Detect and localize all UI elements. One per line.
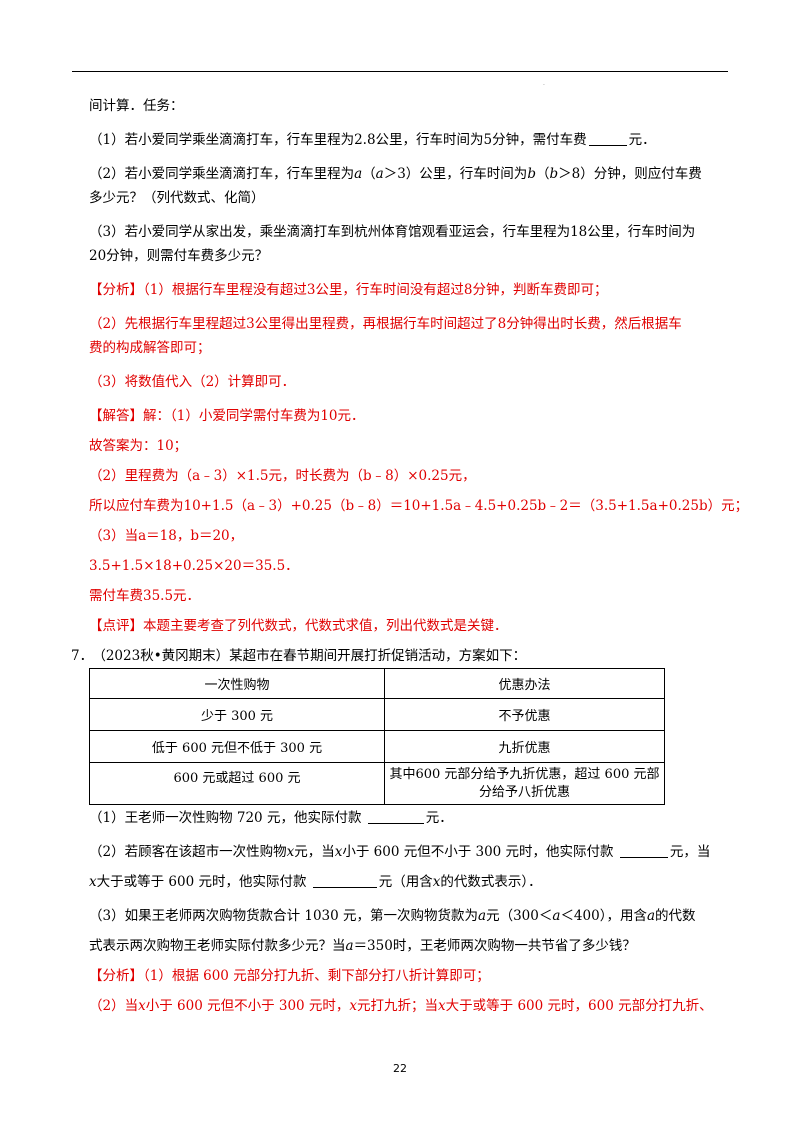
question-7-title: 7．（2023秋•黄冈期末）某超市在春节期间开展打折促销活动，方案如下： [71,648,527,664]
discount-table: 一次性购物 优惠办法 少于 300 元 不予优惠 低于 600 元但不低于 30… [89,668,665,805]
text-line: （3）如果王老师两次购物货款合计 1030 元，第一次购物货款为a元（300＜a… [89,908,696,924]
solution-line: 【解答】解：（1）小爱同学需付车费为10元． [89,408,365,424]
text-line: x大于或等于 600 元时，他实际付款 元（用含x的代数式表示）． [89,873,542,890]
text-line: （3）若小爱同学从家出发，乘坐滴滴打车到杭州体育馆观看亚运会，行车里程为18公里… [89,224,696,240]
table-cell: 不予优惠 [384,698,665,731]
table-header: 一次性购物 [89,668,385,699]
analysis-line: 【分析】（1）根据 600 元部分打九折、剩下部分打八折计算即可； [89,968,490,984]
answer-blank [619,843,668,858]
solution-line: 故答案为：10； [89,438,188,454]
table-header: 优惠办法 [384,668,665,699]
text-line: 间计算．任务： [89,98,184,114]
text-line: （1）王老师一次性购物 720 元，他实际付款 元． [89,809,453,826]
solution-line: 需付车费35.5元． [89,588,201,604]
analysis-line: （2）先根据行车里程超过3公里得出里程费，再根据行车时间超过了8分钟得出时长费，… [89,316,682,332]
analysis-line: 费的构成解答即可； [89,340,211,356]
text-line: 式表示两次购物王老师实际付款多少元？当a＝350时，王老师两次购物一共节省了多少… [89,938,636,954]
table-cell: 少于 300 元 [89,698,385,731]
table-cell: 其中600 元部分给予九折优惠，超过 600 元部分给予八折优惠 [384,762,665,805]
table-cell: 低于 600 元但不低于 300 元 [89,730,385,763]
header-rule [72,71,728,72]
answer-blank [588,131,627,146]
text-line: （2）若小爱同学乘坐滴滴打车，行车里程为a（a＞3）公里，行车时间为b（b＞8）… [89,166,702,182]
text-line: （2）若顾客在该超市一次性购物x元，当x小于 600 元但不小于 300 元时，… [89,843,711,860]
comment-line: 【点评】本题主要考查了列代数式，代数式求值，列出代数式是关键． [89,618,508,634]
text-line: 多少元？（列代数式、化简） [89,190,265,206]
header-dot: . [543,80,545,87]
answer-blank [367,809,424,824]
table-cell: 九折优惠 [384,730,665,763]
solution-line: （3）当a＝18，b＝20， [89,528,244,544]
text-line: 20分钟，则需付车费多少元？ [89,248,269,264]
page-number: 22 [393,1062,407,1075]
analysis-line: 【分析】（1）根据行车里程没有超过3公里，行车时间没有超过8分钟，判断车费即可； [89,282,608,298]
text-line: （1）若小爱同学乘坐滴滴打车，行车里程为2.8公里，行车时间为5分钟，需付车费元… [89,131,656,148]
solution-line: （2）里程费为（a﹣3）×1.5元，时长费为（b﹣8）×0.25元， [89,468,476,484]
solution-line: 所以应付车费为10+1.5（a﹣3）+0.25（b﹣8）＝10+1.5a﹣4.5… [89,498,749,514]
answer-blank [312,873,377,888]
solution-line: 3.5+1.5×18+0.25×20＝35.5． [89,558,299,574]
table-cell: 600 元或超过 600 元 [89,762,385,805]
analysis-line: （3）将数值代入（2）计算即可． [89,374,296,390]
analysis-line: （2）当x小于 600 元但不小于 300 元时，x元打九折；当x大于或等于 6… [89,998,713,1014]
